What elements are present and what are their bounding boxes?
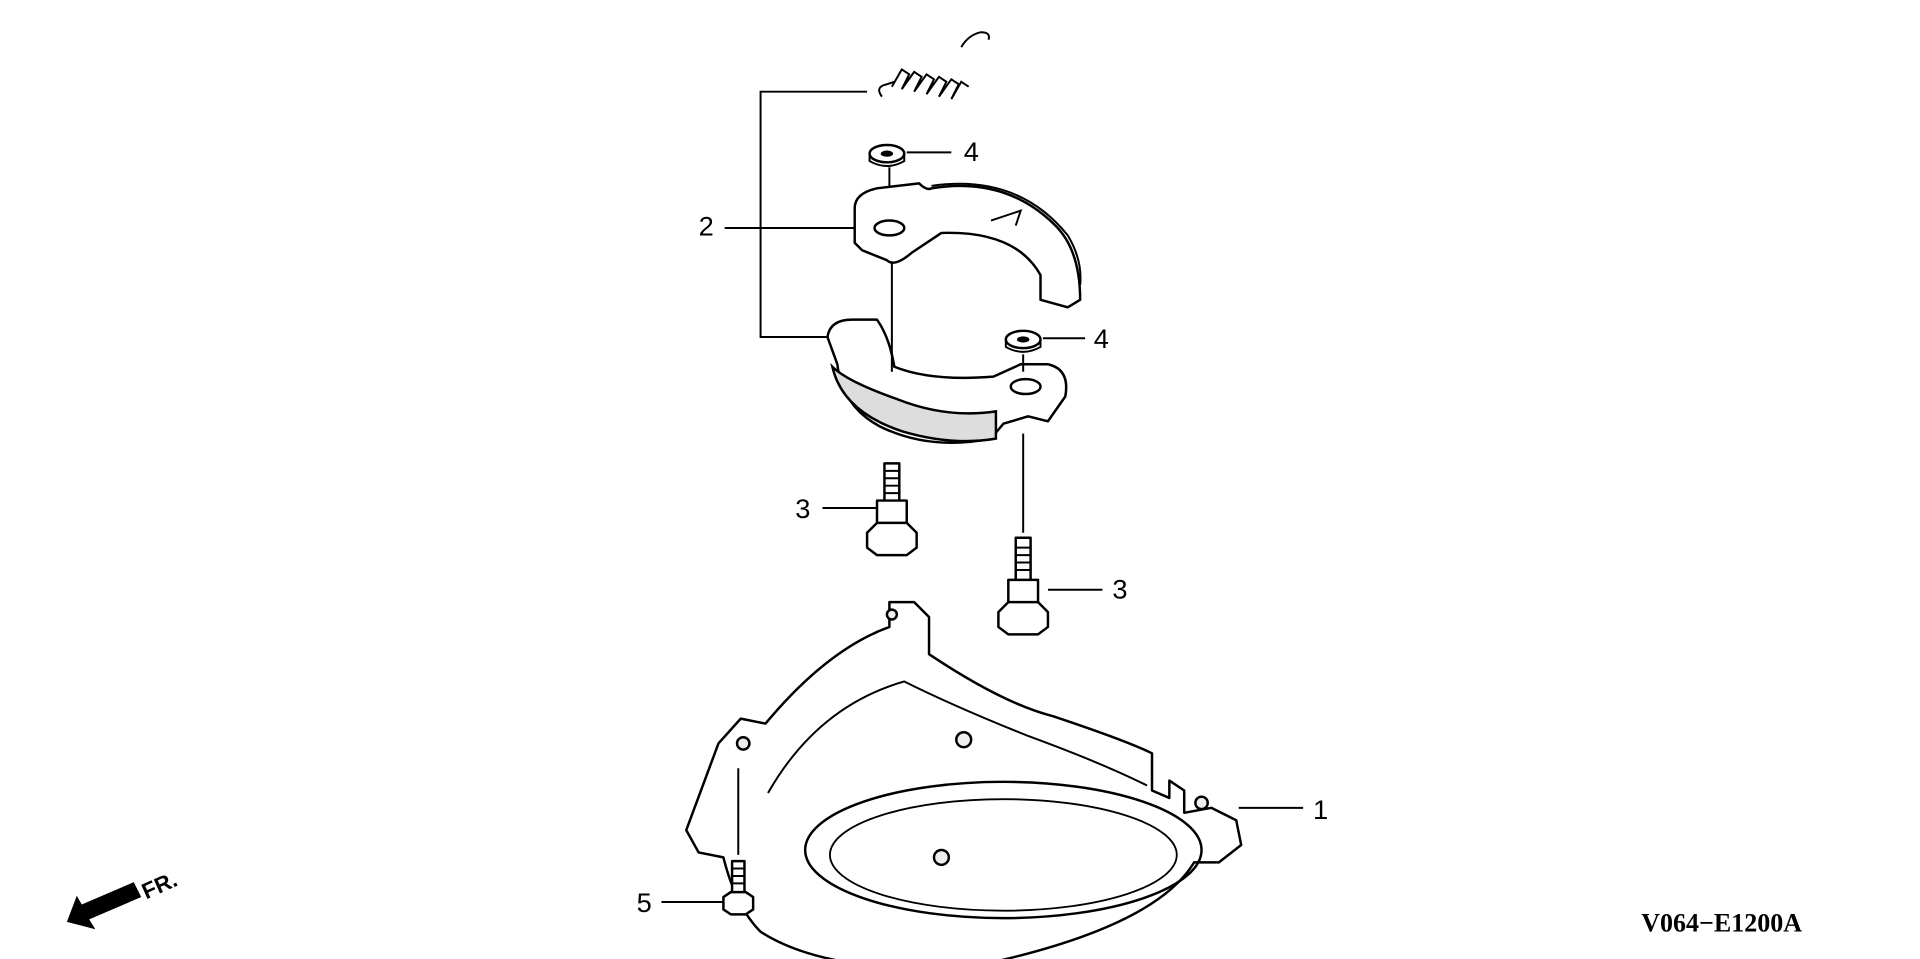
callout-1: 1 bbox=[1313, 794, 1328, 825]
pivot-bolt-right bbox=[997, 536, 1050, 636]
front-direction-arrow-icon bbox=[66, 882, 142, 930]
callout-4-upper: 4 bbox=[964, 136, 979, 167]
brake-shoe-upper bbox=[853, 182, 1082, 309]
callout-2: 2 bbox=[699, 210, 714, 241]
leader-spring-group bbox=[759, 90, 868, 339]
brake-housing bbox=[685, 600, 1243, 959]
callout-5: 5 bbox=[637, 887, 652, 918]
pivot-bolt-left bbox=[865, 462, 918, 557]
front-direction-label: FR. bbox=[138, 867, 181, 904]
brake-shoe-lower bbox=[826, 318, 1068, 444]
callout-3-left: 3 bbox=[795, 493, 810, 524]
flange-bolt bbox=[722, 859, 755, 916]
washer-lower bbox=[1004, 329, 1042, 353]
callout-3-right: 3 bbox=[1112, 573, 1127, 604]
callout-4-lower: 4 bbox=[1094, 323, 1109, 354]
washer-upper bbox=[868, 143, 906, 168]
diagram-code: V064−E1200A bbox=[1641, 909, 1802, 938]
brake-spring bbox=[878, 31, 990, 100]
